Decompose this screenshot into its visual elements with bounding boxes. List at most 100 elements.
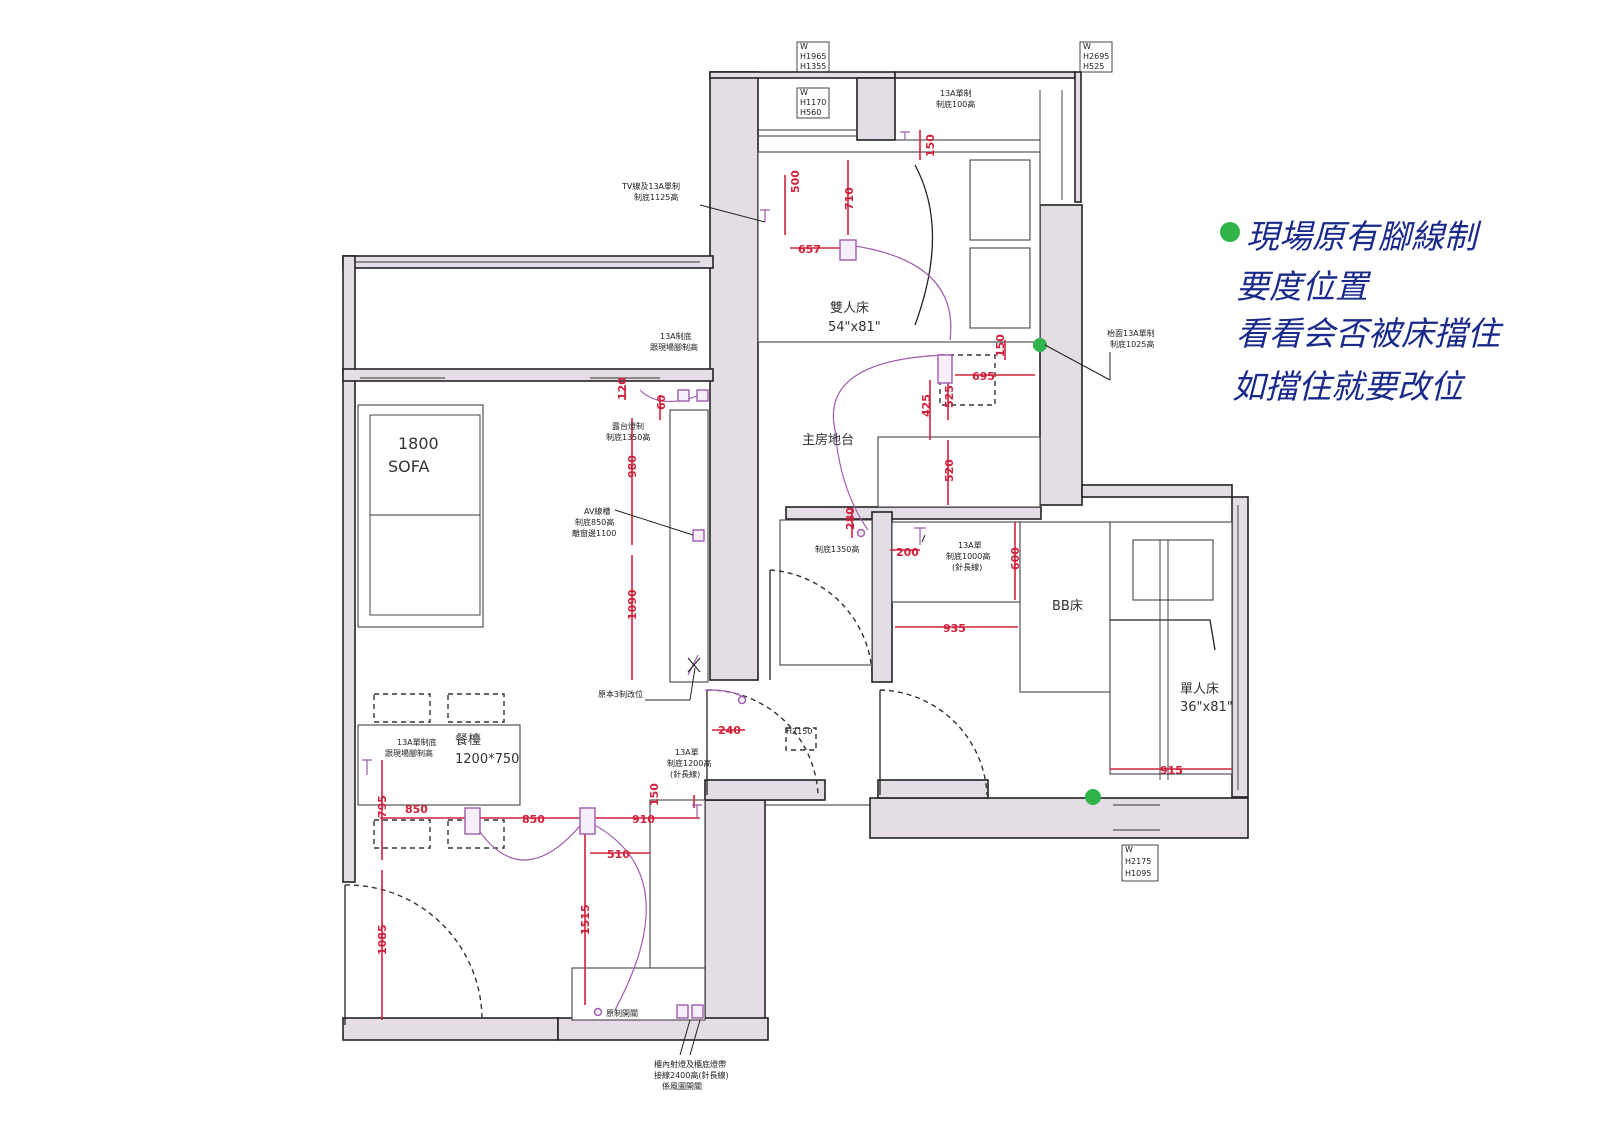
note-balcony-light-2: 制底1350高 xyxy=(606,432,650,442)
note-bedhead-1: 枱面13A單制 xyxy=(1107,328,1155,338)
dim-980: 980 xyxy=(626,455,639,478)
dining-label: 餐檯 xyxy=(455,732,481,748)
handwritten-line-4: 如擋住就要改位 xyxy=(1232,367,1466,406)
note-13a-1000-2: 制底1000高 xyxy=(946,551,990,561)
note-13a-1200-3: (針長線) xyxy=(670,769,700,779)
window-tag-top2-h2: H525 xyxy=(1083,62,1104,71)
dim-500: 500 xyxy=(789,170,802,193)
green-markers xyxy=(1033,222,1240,805)
dim-150-top: 150 xyxy=(924,134,937,157)
window-tag-top1-w: W xyxy=(800,42,808,51)
doors xyxy=(344,569,988,1025)
window-tag-top3-h1: H1170 xyxy=(800,98,826,107)
window-tag-bottom-h1: H2175 xyxy=(1125,857,1151,866)
window-tag-top2-w: W xyxy=(1083,42,1091,51)
note-bedhead-2: 制底1025高 xyxy=(1110,339,1154,349)
single-bed-label: 單人床 xyxy=(1180,682,1219,697)
note-13a-follow2-1: 13A單制底 xyxy=(397,737,437,747)
dim-120: 120 xyxy=(616,377,629,400)
note-1350: 制底1350高 xyxy=(815,544,859,554)
socket-cabinet-1 xyxy=(676,1004,689,1019)
dim-240: 240 xyxy=(718,724,741,737)
dim-850a: 850 xyxy=(405,803,428,816)
dim-910: 910 xyxy=(632,813,655,826)
dim-520: 520 xyxy=(943,459,956,482)
note-13a-follow2-2: 跟現場腳制高 xyxy=(385,748,433,758)
dim-150-bed: 150 xyxy=(994,334,1007,357)
dim-795: 795 xyxy=(376,795,389,818)
dim-1515: 1515 xyxy=(579,904,592,935)
socket-av xyxy=(692,529,705,542)
dim-935: 935 xyxy=(943,622,966,635)
bb-bed-label: BB床 xyxy=(1052,599,1083,614)
dim-1090: 1090 xyxy=(626,589,639,620)
socket-bed-left xyxy=(839,239,857,261)
note-13a-1200-2: 制底1200高 xyxy=(667,758,711,768)
note-orig-switch: 原制開關 xyxy=(606,1008,638,1018)
note-balcony-light-1: 露台燈制 xyxy=(612,421,644,431)
window-tag-top3-w: W xyxy=(800,88,808,97)
dimension-labels: 150 500 710 657 150 695 425 525 520 120 … xyxy=(376,134,1183,955)
socket-dining-1 xyxy=(464,807,481,835)
green-marker-legend xyxy=(1220,222,1240,242)
note-cabinet-2: 接線2400高(針長線) xyxy=(654,1070,729,1080)
window-tag-top1-h1: H1965 xyxy=(800,52,826,61)
window-tag-top3-h2: H560 xyxy=(800,108,821,117)
window-tag-top1-h2: H1355 xyxy=(800,62,826,71)
socket-balcony xyxy=(677,389,690,402)
dim-695: 695 xyxy=(972,370,995,383)
note-av-1: AV線槽 xyxy=(584,506,610,516)
handwritten-note: 現場原有腳線制 要度位置 看看会否被床擋住 如擋住就要改位 xyxy=(1232,217,1504,406)
dim-60: 60 xyxy=(655,394,668,410)
note-13a-100-1: 13A單制 xyxy=(940,88,972,98)
note-13a-1200-1: 13A單 xyxy=(675,748,699,757)
dimension-lines xyxy=(380,130,1232,1020)
note-tv-1: TV線及13A單制 xyxy=(621,181,680,191)
pointer-lines xyxy=(614,204,1111,1056)
dim-850b: 850 xyxy=(522,813,545,826)
window-tag-bottom-h2: H1095 xyxy=(1125,869,1151,878)
dining-size-label: 1200*750 xyxy=(455,752,519,767)
note-13a-follow1-1: 13A制底 xyxy=(660,331,692,341)
socket-cabinet-2 xyxy=(691,1004,704,1019)
dim-280: 280 xyxy=(844,507,857,530)
room-labels: 1800 SOFA 餐檯 1200*750 雙人床 54"x81" 主房地台 B… xyxy=(388,301,1233,767)
handwritten-line-1: 現場原有腳線制 xyxy=(1246,217,1482,256)
furniture xyxy=(357,151,1233,1021)
note-cabinet-1: 櫃內射燈及櫃底燈帶 xyxy=(654,1059,726,1069)
double-bed-size-label: 54"x81" xyxy=(828,320,881,335)
note-13a-follow1-2: 跟現場腳制高 xyxy=(650,342,698,352)
note-tv-2: 制底1125高 xyxy=(634,192,678,202)
dim-600: 600 xyxy=(1009,547,1022,570)
dim-200: 200 xyxy=(896,546,919,559)
handwritten-line-2: 要度位置 xyxy=(1236,267,1372,306)
sofa xyxy=(357,404,484,628)
dim-915: 915 xyxy=(1160,764,1183,777)
door-height-tag: H2150 xyxy=(786,727,812,736)
dim-710: 710 xyxy=(843,187,856,210)
note-original-3: 原本3制改位 xyxy=(598,689,643,699)
note-av-2: 制底850高 xyxy=(575,517,614,527)
sockets xyxy=(362,131,953,1019)
dim-510: 510 xyxy=(607,848,630,861)
window-tag-bottom-w: W xyxy=(1125,845,1133,854)
dim-425: 425 xyxy=(920,394,933,417)
window-tags: W H1965 H1355 W H2695 H525 W H1170 H560 … xyxy=(786,41,1159,882)
note-13a-100-2: 制底100高 xyxy=(936,99,975,109)
green-marker-bedside xyxy=(1033,338,1047,352)
sofa-size-label: 1800 xyxy=(398,434,439,453)
note-13a-1000-3: (針長線) xyxy=(952,562,982,572)
note-cabinet-3: 係風圖開關 xyxy=(662,1082,702,1091)
dim-1085: 1085 xyxy=(376,924,389,955)
handwritten-line-3: 看看会否被床擋住 xyxy=(1236,314,1504,353)
double-bed-label: 雙人床 xyxy=(830,301,869,316)
note-av-3: 離窗邊1100 xyxy=(572,528,616,538)
platform-label: 主房地台 xyxy=(802,432,854,448)
socket-balcony-2 xyxy=(696,389,709,402)
window-tag-top2-h1: H2695 xyxy=(1083,52,1109,61)
wiring-arcs xyxy=(471,244,952,1011)
dim-657: 657 xyxy=(798,243,821,256)
annotation-notes: 13A單制 制底100高 TV線及13A單制 制底1125高 13A制底 跟現場… xyxy=(385,88,1155,1091)
single-bed-size-label: 36"x81" xyxy=(1180,700,1233,715)
